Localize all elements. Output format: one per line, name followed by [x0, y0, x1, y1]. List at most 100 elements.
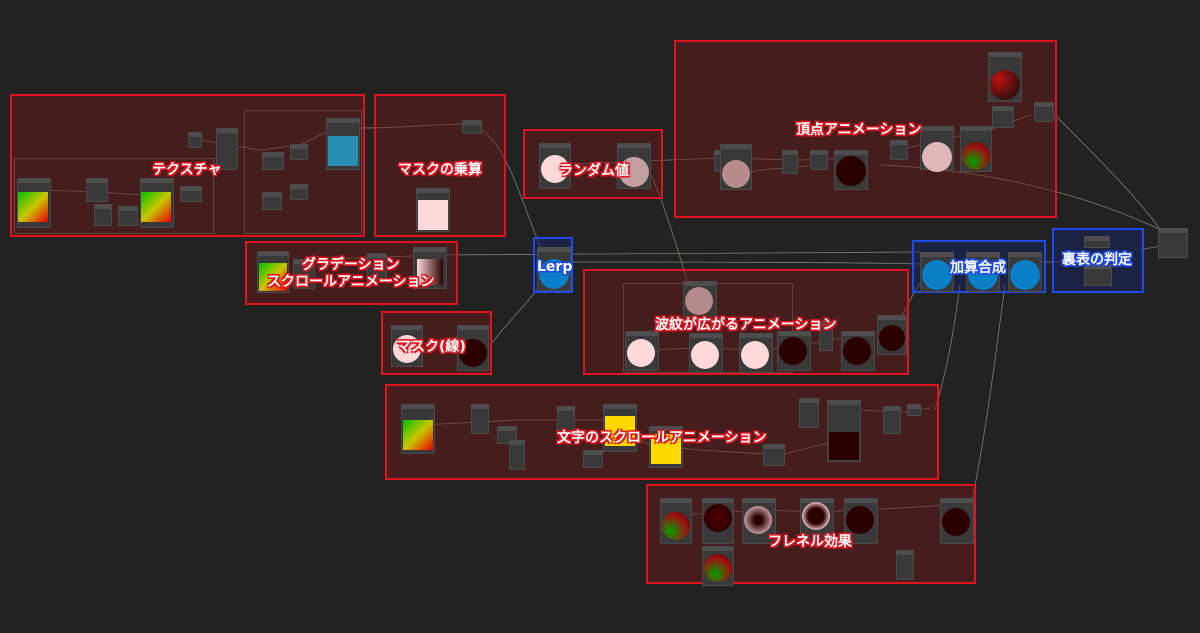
add-preview [1010, 260, 1040, 290]
group-mask-line[interactable]: マスク(線) [381, 311, 492, 375]
multiply-preview [942, 508, 970, 536]
group-fresnel[interactable]: フレネル効果 [646, 484, 976, 586]
normal-preview [962, 142, 990, 170]
multiply-preview [846, 506, 874, 534]
fresnel-preview [744, 506, 772, 534]
gradient-preview [259, 263, 287, 291]
tiling-node[interactable] [94, 204, 112, 226]
group-vertex-animation[interactable]: 頂点アニメーション [674, 40, 1057, 218]
split-node[interactable] [763, 444, 785, 466]
add-preview [922, 142, 952, 172]
multiply-node[interactable] [819, 321, 833, 351]
add-node[interactable] [216, 128, 238, 170]
uv-node[interactable] [86, 178, 108, 202]
noise-preview [836, 156, 866, 186]
sine-node[interactable] [290, 144, 308, 160]
add-node[interactable] [557, 406, 575, 434]
ellipse-preview [685, 287, 713, 315]
text-preview [605, 416, 635, 446]
random-preview [619, 157, 649, 187]
multiply-node[interactable] [890, 140, 908, 160]
group-additive[interactable]: 加算合成 [912, 240, 1046, 293]
group-text-scroll[interactable]: 文字のスクロールアニメーション [385, 384, 939, 480]
group-label-additive: 加算合成 [950, 260, 1006, 276]
view-preview [704, 504, 732, 532]
group-label-line: グラデーション [301, 257, 400, 273]
subgroup-frame [244, 110, 362, 234]
add-preview [879, 325, 905, 351]
lerp-preview [539, 259, 569, 289]
color-node[interactable] [896, 550, 914, 580]
add-preview [968, 260, 998, 290]
multiply-node[interactable] [509, 440, 525, 470]
group-label-mask-multiply: マスクの乗算 [398, 162, 482, 178]
multiply-preview [843, 337, 871, 365]
multiply-node[interactable] [367, 253, 387, 283]
multiply-node[interactable] [262, 192, 282, 210]
ellipse-preview [741, 341, 769, 369]
subtract-preview [459, 339, 487, 367]
position-preview [722, 160, 750, 188]
fresnel-preview [802, 502, 830, 530]
group-label-line: スクロールアニメーション [267, 274, 435, 290]
normal-preview [662, 512, 690, 540]
wire [1049, 109, 1166, 237]
multiply-node[interactable] [462, 120, 482, 134]
multiply-preview [829, 432, 859, 460]
normal-preview [990, 70, 1020, 100]
group-mask-multiply[interactable]: マスクの乗算 [374, 94, 506, 237]
group-front-back[interactable]: 裏表の判定 [1052, 228, 1144, 293]
ellipse-preview [393, 335, 421, 363]
uv-node[interactable] [293, 259, 315, 289]
branch-node[interactable] [1084, 264, 1112, 286]
multiply-node[interactable] [188, 132, 202, 148]
tiling-node[interactable] [583, 450, 603, 468]
add-preview [922, 260, 952, 290]
group-random-value[interactable]: ランダム値 [523, 129, 663, 199]
group-label-gradient-scroll: グラデーション スクロールアニメーション [267, 257, 434, 291]
texture-preview [18, 192, 48, 222]
group-texture[interactable]: テクスチャ [10, 94, 365, 237]
group-ripple-animation[interactable]: 波紋が広がるアニメーション [583, 269, 909, 375]
view-preview [704, 554, 732, 582]
texture-preview [403, 420, 433, 450]
gradient-preview [417, 259, 443, 285]
group-label-fresnel: フレネル効果 [768, 534, 852, 550]
texture-preview [141, 192, 171, 222]
sine-node[interactable] [290, 184, 308, 200]
subgroup-frame [14, 158, 214, 234]
group-label-random-value: ランダム値 [559, 163, 629, 179]
wire [569, 261, 921, 265]
group-label-lerp: Lerp [537, 259, 573, 275]
split-node[interactable] [180, 186, 202, 202]
group-label-vertex-animation: 頂点アニメーション [796, 122, 922, 138]
group-gradient-scroll[interactable]: グラデーション スクロールアニメーション [245, 241, 458, 305]
group-lerp[interactable]: Lerp [533, 237, 573, 293]
multiply-node[interactable] [782, 150, 798, 174]
random-preview [541, 155, 569, 183]
uv-node[interactable] [471, 404, 489, 434]
add-node[interactable] [1034, 102, 1054, 122]
add-node[interactable] [883, 406, 901, 434]
group-label-text-scroll: 文字のスクロールアニメーション [557, 430, 767, 446]
ellipse-preview [627, 339, 655, 367]
group-label-texture: テクスチャ [152, 162, 222, 178]
add-node[interactable] [907, 404, 921, 416]
subtract-preview [779, 337, 807, 365]
group-label-front-back: 裏表の判定 [1062, 252, 1132, 268]
wire [969, 284, 1006, 511]
group-label-mask-line: マスク(線) [397, 339, 466, 355]
ellipse-preview [691, 341, 719, 369]
is-front-face-node[interactable] [1084, 236, 1110, 248]
multiply-node[interactable] [262, 152, 284, 170]
multiply-node[interactable] [799, 398, 819, 428]
mask-preview [418, 200, 448, 230]
add-node[interactable] [810, 150, 828, 170]
group-label-ripple: 波紋が広がるアニメーション [655, 317, 837, 333]
wire [439, 251, 921, 256]
time-node[interactable] [118, 206, 138, 226]
multiply-node[interactable] [992, 106, 1014, 128]
master-output-node[interactable] [1158, 228, 1188, 258]
wire [934, 284, 961, 411]
time-node[interactable] [497, 426, 517, 444]
